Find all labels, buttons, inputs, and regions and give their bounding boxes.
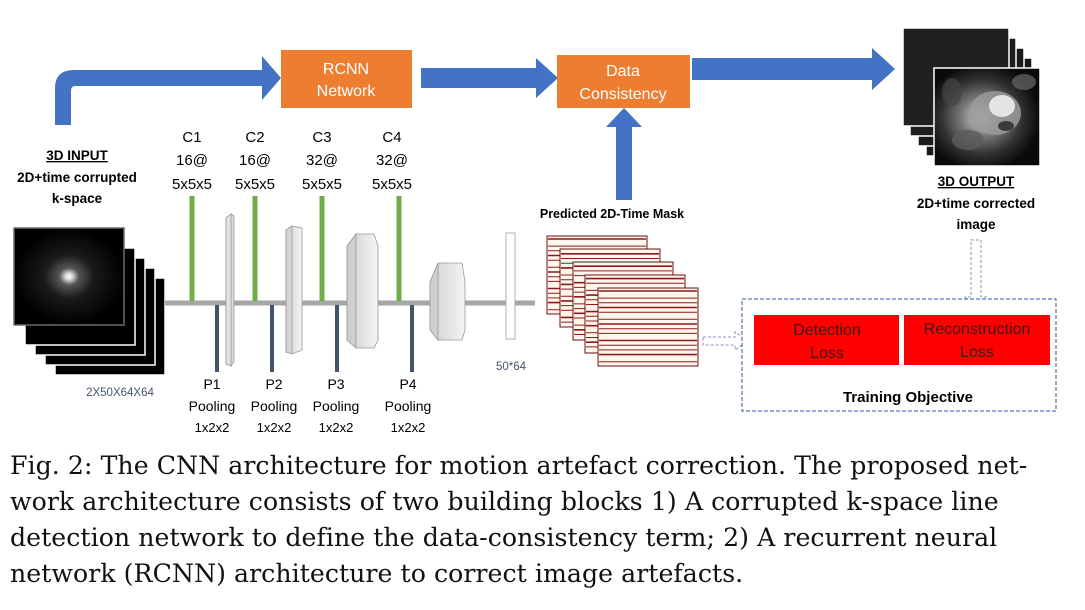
training-objective-label: Training Objective xyxy=(843,389,973,406)
conv-layer-labels: C1 16@ 5x5x5 C2 16@ 5x5x5 C3 32@ 5x5x5 C… xyxy=(172,129,412,193)
conv-stems xyxy=(189,196,402,301)
rcnn-network-box: RCNN Network xyxy=(281,50,412,108)
data-consistency-box: Data Consistency xyxy=(557,55,690,108)
c4-name: C4 xyxy=(382,129,401,146)
input-dims-label: 2X50X64X64 xyxy=(86,387,154,399)
cardiac-image xyxy=(933,67,1041,167)
dc-label-line2: Consistency xyxy=(579,86,666,103)
output-description-line2: image xyxy=(956,217,996,232)
detection-loss-line1: Detection xyxy=(793,322,861,339)
caption-line-1: Fig. 2: The CNN architecture for motion … xyxy=(10,451,1028,480)
detection-loss-line2: Loss xyxy=(810,345,844,362)
feature-block-1 xyxy=(225,213,235,367)
p2-name: P2 xyxy=(265,376,282,392)
c1-kernel: 5x5x5 xyxy=(172,176,212,193)
c2-kernel: 5x5x5 xyxy=(235,176,275,193)
c1-name: C1 xyxy=(182,129,201,146)
p4-type: Pooling xyxy=(385,398,432,414)
reconstruction-loss-box: Reconstruction Loss xyxy=(904,315,1050,365)
feature-block-2 xyxy=(285,225,303,355)
detection-loss-box: Detection Loss xyxy=(754,315,899,365)
figure-caption: Fig. 2: The CNN architecture for motion … xyxy=(10,448,1070,592)
dc-to-output-arrow xyxy=(692,48,895,90)
feature-block-3 xyxy=(346,232,379,349)
output-title: 3D OUTPUT xyxy=(938,174,1015,189)
input-description-line2: k-space xyxy=(52,191,103,206)
input-to-rcnn-arrow xyxy=(55,56,281,125)
c3-name: C3 xyxy=(312,129,331,146)
dc-label-line1: Data xyxy=(606,63,640,80)
caption-line-3: detection network to define the data-con… xyxy=(10,523,998,552)
fully-connected-layer xyxy=(505,232,516,340)
pool-stems xyxy=(215,305,414,372)
output-image-stack xyxy=(902,27,1041,167)
reconstruction-loss-line1: Reconstruction xyxy=(924,321,1031,338)
reconstruction-loss-line2: Loss xyxy=(960,344,994,361)
p4-size: 1x2x2 xyxy=(391,420,426,435)
rcnn-label-line2: Network xyxy=(317,83,377,100)
training-objective-box: Detection Loss Reconstruction Loss Train… xyxy=(741,298,1057,412)
c3-kernel: 5x5x5 xyxy=(302,176,342,193)
p1-type: Pooling xyxy=(189,398,236,414)
c1-filters: 16@ xyxy=(176,152,208,169)
p3-size: 1x2x2 xyxy=(319,420,354,435)
c4-kernel: 5x5x5 xyxy=(372,176,412,193)
c2-name: C2 xyxy=(245,129,264,146)
mask-to-dc-arrow xyxy=(606,108,642,200)
mask-to-objective-arrow xyxy=(702,331,749,351)
rcnn-label-line1: RCNN xyxy=(323,61,369,78)
input-title: 3D INPUT xyxy=(46,148,108,163)
kspace-input-stack xyxy=(13,227,166,376)
input-description-line1: 2D+time corrupted xyxy=(17,170,137,185)
fc-label: 50*64 xyxy=(496,361,527,373)
mask-frame xyxy=(597,287,699,367)
c3-filters: 32@ xyxy=(306,152,338,169)
p2-size: 1x2x2 xyxy=(257,420,292,435)
rcnn-to-dc-arrow xyxy=(421,58,558,98)
p2-type: Pooling xyxy=(251,398,298,414)
c4-filters: 32@ xyxy=(376,152,408,169)
pool-layer-labels: P1 Pooling 1x2x2 P2 Pooling 1x2x2 P3 Poo… xyxy=(189,376,432,435)
p1-name: P1 xyxy=(203,376,220,392)
mask-label: Predicted 2D-Time Mask xyxy=(540,207,684,221)
caption-line-2: work architecture consists of two buildi… xyxy=(10,487,999,516)
p4-name: P4 xyxy=(399,376,416,392)
p3-type: Pooling xyxy=(313,398,360,414)
feature-block-4 xyxy=(429,262,466,342)
p1-size: 1x2x2 xyxy=(195,420,230,435)
predicted-mask-stack xyxy=(546,235,699,367)
c2-filters: 16@ xyxy=(239,152,271,169)
caption-line-4: network (RCNN) architecture to correct i… xyxy=(10,559,744,588)
architecture-diagram: RCNN Network Data Consistency 3D INPUT 2… xyxy=(13,27,1057,435)
output-description-line1: 2D+time corrected xyxy=(917,196,1035,211)
p3-name: P3 xyxy=(327,376,344,392)
